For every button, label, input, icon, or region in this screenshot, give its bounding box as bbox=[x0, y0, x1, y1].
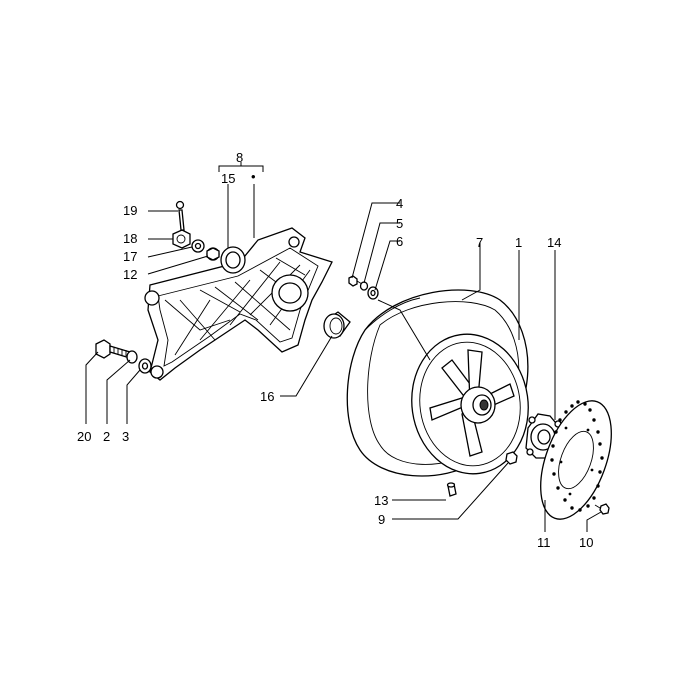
callout-2: 2 bbox=[103, 429, 110, 444]
callout-17: 17 bbox=[123, 249, 137, 264]
spacer-16 bbox=[323, 311, 351, 339]
callout-9: 9 bbox=[378, 512, 385, 527]
callout-12: 12 bbox=[123, 267, 137, 282]
washer-5 bbox=[359, 281, 369, 291]
valve-13 bbox=[446, 482, 457, 497]
bearing-15 bbox=[220, 246, 246, 274]
swingarm-bracket bbox=[144, 227, 333, 381]
nut-9 bbox=[505, 451, 518, 465]
callout-15: 15 bbox=[221, 171, 235, 186]
callout-6: 6 bbox=[396, 234, 403, 249]
callout-3: 3 bbox=[122, 429, 129, 444]
callout-11: 11 bbox=[537, 535, 551, 550]
callout-19: 19 bbox=[123, 203, 137, 218]
washer-6 bbox=[367, 286, 379, 300]
callout-10: 10 bbox=[579, 535, 593, 550]
washer-3 bbox=[138, 358, 152, 374]
bolt-20 bbox=[95, 339, 131, 359]
screw-10 bbox=[594, 503, 610, 515]
callout-13: 13 bbox=[374, 493, 388, 508]
castle-nut-18 bbox=[172, 229, 191, 249]
callout-7: 7 bbox=[476, 235, 483, 250]
callout-4: 4 bbox=[396, 196, 403, 211]
leader-lines bbox=[85, 162, 602, 532]
callout-14: 14 bbox=[547, 235, 561, 250]
spacer-12 bbox=[206, 247, 220, 261]
screw-4 bbox=[348, 275, 363, 287]
callouts: 8 15 • 19 18 17 12 20 2 3 16 4 5 6 7 1 1… bbox=[77, 150, 593, 550]
callout-1: 1 bbox=[515, 235, 522, 250]
callout-20: 20 bbox=[77, 429, 91, 444]
callout-bullet: • bbox=[251, 169, 256, 184]
callout-18: 18 bbox=[123, 231, 137, 246]
callout-8: 8 bbox=[236, 150, 243, 165]
rim-1 bbox=[411, 333, 529, 475]
washer-17 bbox=[191, 239, 205, 253]
brake-disc-11 bbox=[540, 400, 612, 520]
callout-16: 16 bbox=[260, 389, 274, 404]
callout-5: 5 bbox=[396, 216, 403, 231]
cotter-pin-19 bbox=[175, 200, 185, 231]
